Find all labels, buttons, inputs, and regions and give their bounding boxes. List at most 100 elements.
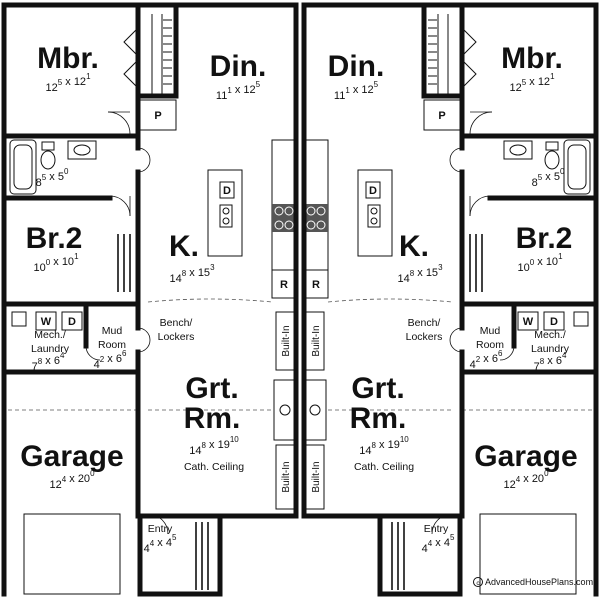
- left-fireplace-circle: [279, 404, 291, 416]
- dashed-lines: [8, 298, 592, 411]
- left-din-dims: 111 x 125: [216, 80, 261, 102]
- watermark: c AdvancedHousePlans.com: [473, 577, 593, 587]
- right-entry-dims: 44 x 45: [422, 533, 455, 555]
- left-garage-door: [23, 513, 121, 595]
- right-builtin-lower-label: Built-In: [311, 461, 322, 492]
- right-refrigerator-tag: R: [312, 279, 320, 291]
- left-toilet: [40, 150, 56, 170]
- left-grt-line2: Rm.: [184, 402, 241, 435]
- left-bath-dims: 85 x 50: [36, 167, 69, 189]
- right-kitchen-name: K.: [399, 230, 429, 263]
- left-mbr-name: Mbr.: [37, 42, 99, 75]
- left-grt-line1: Grt.: [185, 372, 238, 405]
- right-garage-door: [479, 513, 577, 595]
- right-mbr-dims: 125 x 121: [509, 72, 555, 94]
- left-mech-line2: Laundry: [31, 343, 70, 355]
- left-dishwasher: [219, 181, 235, 199]
- right-closet-shelves: [428, 14, 449, 95]
- closet-bifold-doors: [123, 27, 477, 89]
- right-toilet: [544, 150, 560, 170]
- left-grt-dims: 148 x 1910: [189, 435, 239, 457]
- right-dishwasher-tag: D: [369, 185, 377, 197]
- right-br2-dims: 100 x 101: [517, 252, 563, 274]
- left-dishwasher-tag: D: [223, 185, 231, 197]
- right-mud-line2: Room: [476, 339, 504, 351]
- right-mech-box: [573, 311, 589, 327]
- right-bench-line1: Bench/: [408, 317, 441, 329]
- right-bath-dims: 85 x 50: [532, 167, 565, 189]
- cooktops: [272, 204, 328, 232]
- right-bathtub-basin: [567, 144, 587, 190]
- left-mud-dims: 42 x 66: [94, 349, 127, 371]
- left-bathtub: [9, 139, 37, 195]
- right-mbr-name: Mbr.: [501, 42, 563, 75]
- left-mech-line1: Mech./: [34, 329, 66, 341]
- right-pantry-tag: P: [438, 110, 445, 122]
- right-kitchen-island: [357, 169, 393, 257]
- right-garage-name: Garage: [474, 440, 577, 473]
- left-entry-dims: 44 x 45: [144, 533, 177, 555]
- left-mud-line2: Room: [98, 339, 126, 351]
- left-br2-name: Br.2: [26, 222, 83, 255]
- left-bathtub-basin: [13, 144, 33, 190]
- right-dishwasher: [365, 181, 381, 199]
- right-bench-line2: Lockers: [406, 331, 443, 343]
- left-mud-line1: Mud: [102, 325, 123, 337]
- right-bathtub: [563, 139, 591, 195]
- right-grt-line2: Rm.: [350, 402, 407, 435]
- right-mud-dims: 42 x 66: [470, 349, 503, 371]
- watermark-text: AdvancedHousePlans.com: [485, 577, 593, 587]
- left-closet-shelves: [151, 14, 172, 95]
- right-mech-line1: Mech./: [534, 329, 566, 341]
- left-toilet-tank: [41, 141, 55, 151]
- right-br2-name: Br.2: [516, 222, 573, 255]
- right-toilet-tank: [545, 141, 559, 151]
- left-vanity: [67, 140, 97, 160]
- right-grt-note: Cath. Ceiling: [354, 461, 414, 473]
- left-kitchen-island: [207, 169, 243, 257]
- left-grt-note: Cath. Ceiling: [184, 461, 244, 473]
- right-washer: [517, 311, 539, 331]
- right-fireplace-circle: [309, 404, 321, 416]
- left-bench-line1: Bench/: [160, 317, 193, 329]
- copyright-glyph: c: [476, 580, 480, 587]
- left-kitchen-dims: 148 x 153: [169, 263, 215, 285]
- left-garage-name: Garage: [20, 440, 123, 473]
- fixture-tags: P P D D R R W D W D Built-In Built-In Bu…: [41, 110, 558, 493]
- right-dryer-tag: D: [550, 316, 558, 328]
- left-unit-labels: Mbr. 125 x 121 Din. 111 x 125 85 x 50 Br…: [20, 42, 266, 555]
- left-mbr-dims: 125 x 121: [45, 72, 91, 94]
- left-island-sink: [219, 204, 233, 228]
- left-br2-dims: 100 x 101: [33, 252, 79, 274]
- right-mud-line1: Mud: [480, 325, 501, 337]
- left-refrigerator-tag: R: [280, 279, 288, 291]
- right-garage-dims: 124 x 200: [503, 469, 549, 491]
- left-bench-line2: Lockers: [158, 331, 195, 343]
- right-grt-dims: 148 x 1910: [359, 435, 409, 457]
- left-washer: [35, 311, 57, 331]
- left-builtin-lower-label: Built-In: [281, 461, 292, 492]
- right-sink: [509, 144, 527, 156]
- right-dryer: [543, 311, 565, 331]
- left-mech-dims: 78 x 64: [32, 351, 65, 373]
- left-din-name: Din.: [210, 50, 267, 83]
- left-garage-dims: 124 x 200: [49, 469, 95, 491]
- copyright-icon: [473, 577, 483, 587]
- left-washer-tag: W: [41, 316, 52, 328]
- right-grt-line1: Grt.: [351, 372, 404, 405]
- left-pantry-tag: P: [154, 110, 161, 122]
- right-unit-labels: Mbr. 125 x 121 Din. 111 x 125 85 x 50 Br…: [328, 42, 578, 555]
- left-builtin-upper-label: Built-In: [281, 325, 292, 356]
- left-entry-name: Entry: [148, 523, 173, 535]
- right-island-sink: [367, 204, 381, 228]
- right-builtin-upper-label: Built-In: [311, 325, 322, 356]
- left-kitchen-name: K.: [169, 230, 199, 263]
- right-washer-tag: W: [523, 316, 534, 328]
- right-mech-dims: 78 x 64: [534, 351, 567, 373]
- stair-treads: [117, 234, 483, 590]
- left-dryer-tag: D: [68, 316, 76, 328]
- right-entry-name: Entry: [424, 523, 449, 535]
